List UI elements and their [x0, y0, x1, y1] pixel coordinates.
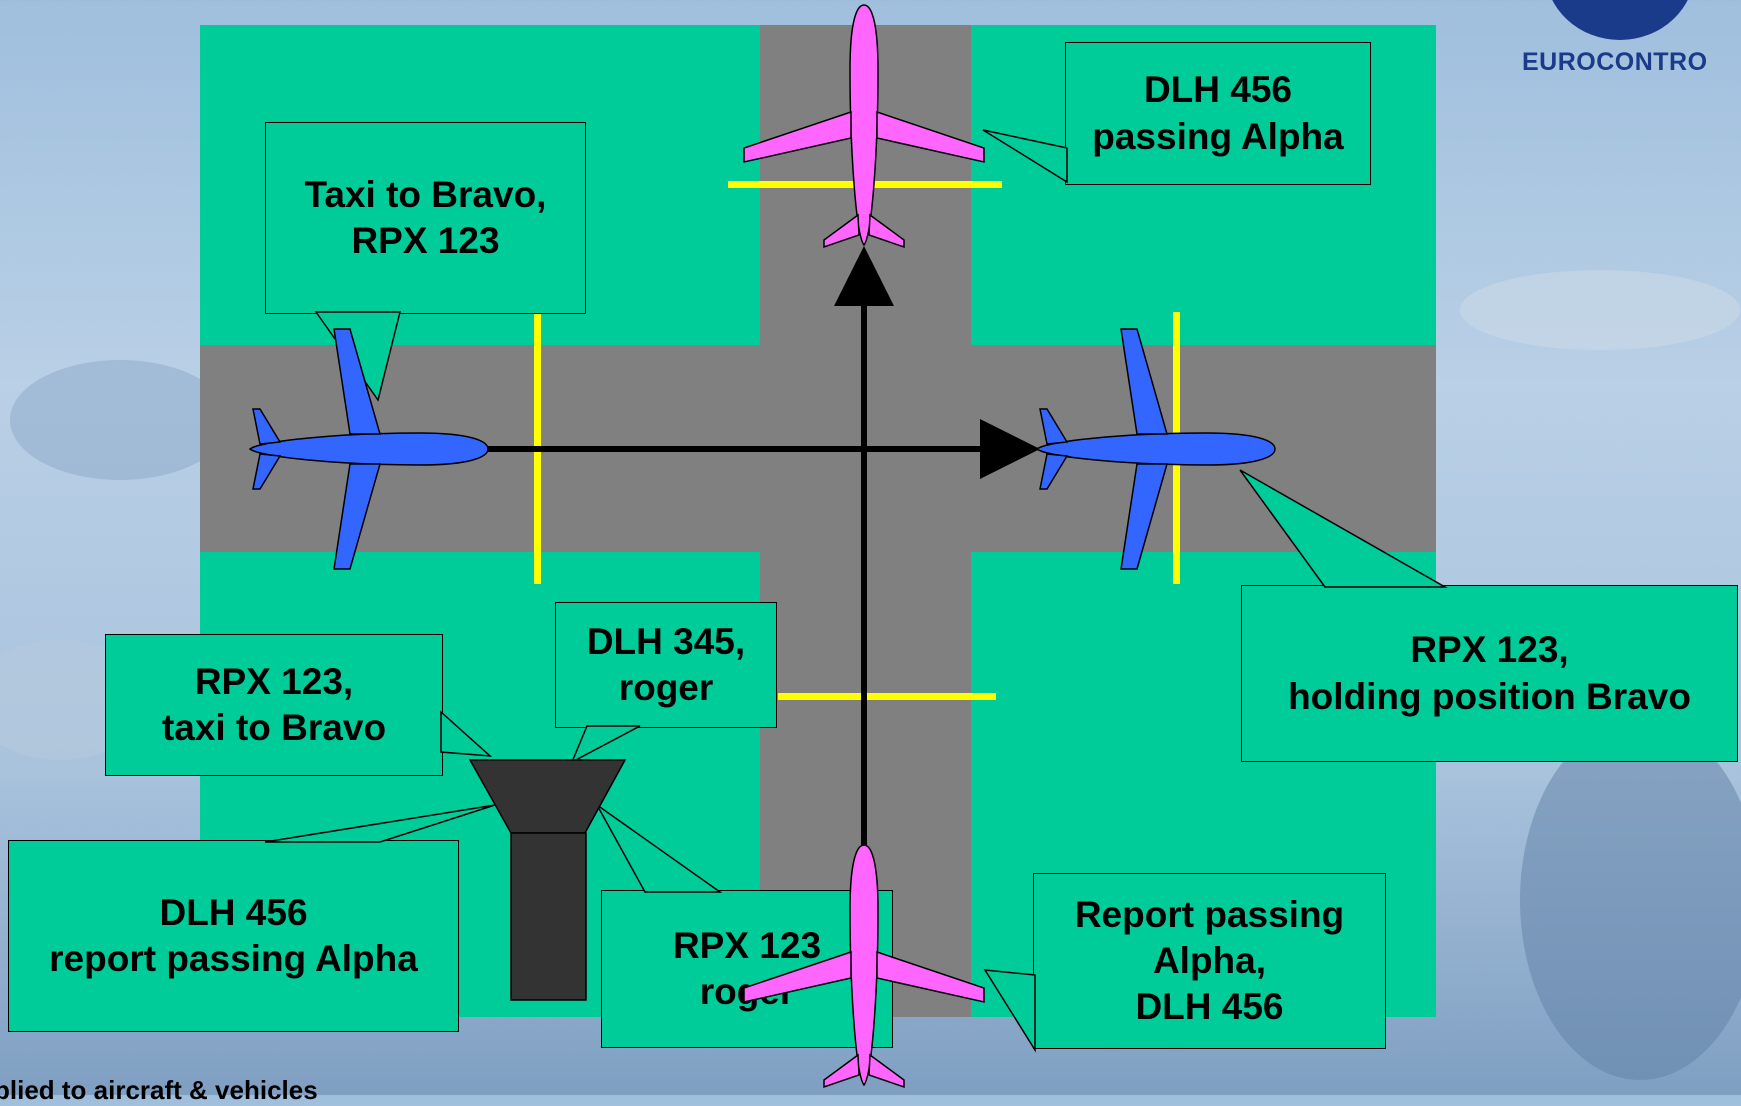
callout-rpx123-holding-bravo: RPX 123, holding position Bravo	[1241, 585, 1738, 762]
callout-rpx123-taxi-to-bravo: RPX 123, taxi to Bravo	[105, 634, 443, 776]
callout-dlh456-passing-alpha: DLH 456 passing Alpha	[1065, 42, 1371, 185]
stop-bar-west	[534, 312, 541, 584]
eurocontrol-logo-text: EUROCONTRO	[1522, 48, 1708, 77]
taxiway-horizontal	[200, 345, 1436, 552]
footer-caption: plied to aircraft & vehicles	[0, 1075, 318, 1106]
stop-bar-north-alpha	[728, 181, 1002, 188]
callout-dlh456-report-passing-alpha: DLH 456 report passing Alpha	[8, 840, 459, 1032]
callout-rpx123-roger: RPX 123 roger	[601, 890, 893, 1048]
callout-report-passing-alpha-dlh456: Report passing Alpha, DLH 456	[1033, 873, 1386, 1049]
callout-dlh345-roger: DLH 345, roger	[555, 602, 777, 728]
callout-taxi-to-bravo-rpx: Taxi to Bravo, RPX 123	[265, 122, 586, 314]
stop-bar-east-bravo	[1173, 312, 1180, 584]
stop-bar-south	[778, 693, 996, 700]
